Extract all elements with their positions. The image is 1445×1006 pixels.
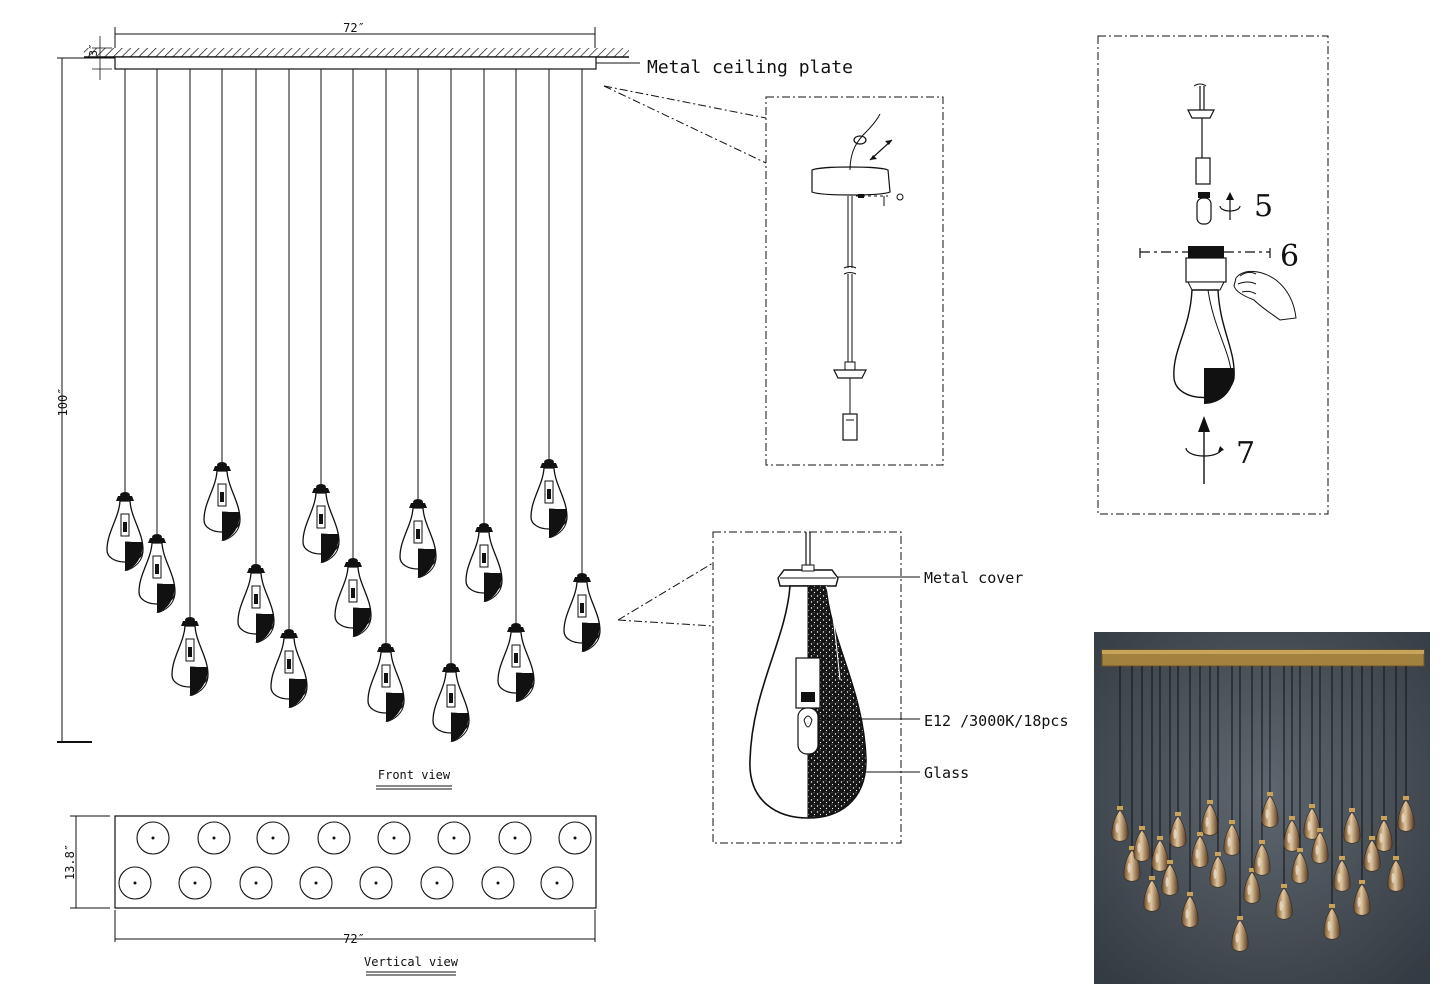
metal-cover-callout: Metal cover — [924, 569, 1023, 587]
depth-dimension: 13.8″ — [63, 844, 77, 880]
photo-pendants — [1111, 666, 1415, 952]
canopy-holes — [118, 821, 592, 900]
glass-callout: Glass — [924, 764, 969, 782]
pendant — [302, 484, 340, 563]
pendant — [530, 459, 568, 538]
canopy-hole — [498, 821, 532, 855]
pendant — [367, 643, 405, 722]
front-view-caption: Front view — [378, 768, 451, 782]
vertical-width-dimension: 72″ — [343, 932, 365, 946]
pendant — [270, 629, 308, 708]
pendant-group — [106, 69, 601, 742]
step-6-label: 6 — [1280, 239, 1299, 274]
pendant — [237, 564, 275, 643]
canopy-hole — [420, 866, 454, 900]
ceiling-plate — [114, 56, 597, 70]
pendant-detail: Metal cover E12 /3000K/18pcs Glass — [617, 531, 1069, 844]
ceiling-plate-callout: Metal ceiling plate — [647, 57, 853, 78]
pendant — [334, 558, 372, 637]
canopy-hole — [118, 866, 152, 900]
canopy-hole — [359, 866, 393, 900]
step-7-label: 7 — [1236, 436, 1255, 471]
pendant — [563, 573, 601, 652]
plate-height-dimension: 3″ — [87, 43, 100, 56]
front-view: 72″ Metal ceiling plate 3″ 100″ Front vi… — [56, 21, 853, 790]
front-height-dimension: 100″ — [56, 388, 70, 417]
canopy-hole — [239, 866, 273, 900]
canopy-hole — [481, 866, 515, 900]
canopy-hole — [540, 866, 574, 900]
canopy-hole — [256, 821, 290, 855]
canopy-hole — [377, 821, 411, 855]
bulb-callout: E12 /3000K/18pcs — [924, 712, 1069, 730]
pendant — [465, 523, 503, 602]
pendant — [106, 492, 144, 571]
pendant — [203, 462, 241, 541]
canopy-hole — [437, 821, 471, 855]
suspension-detail — [603, 85, 944, 466]
install-steps: 5 6 7 — [1097, 35, 1329, 515]
canopy-hole — [299, 866, 333, 900]
pendant — [399, 499, 437, 578]
canopy-hole — [178, 866, 212, 900]
pendant — [138, 534, 176, 613]
pendant — [171, 617, 209, 696]
pendant — [497, 623, 535, 702]
canopy-hole — [558, 821, 592, 855]
vertical-view-caption: Vertical view — [364, 955, 459, 969]
canopy-hole — [136, 821, 170, 855]
vertical-view: 13.8″ 72″ Vertical view — [63, 815, 597, 976]
step-5-label: 5 — [1254, 189, 1273, 224]
front-width-dimension: 72″ — [343, 21, 365, 35]
canopy-hole — [317, 821, 351, 855]
canopy-hole — [197, 821, 231, 855]
pendant — [432, 663, 470, 742]
product-photo — [1094, 632, 1430, 984]
